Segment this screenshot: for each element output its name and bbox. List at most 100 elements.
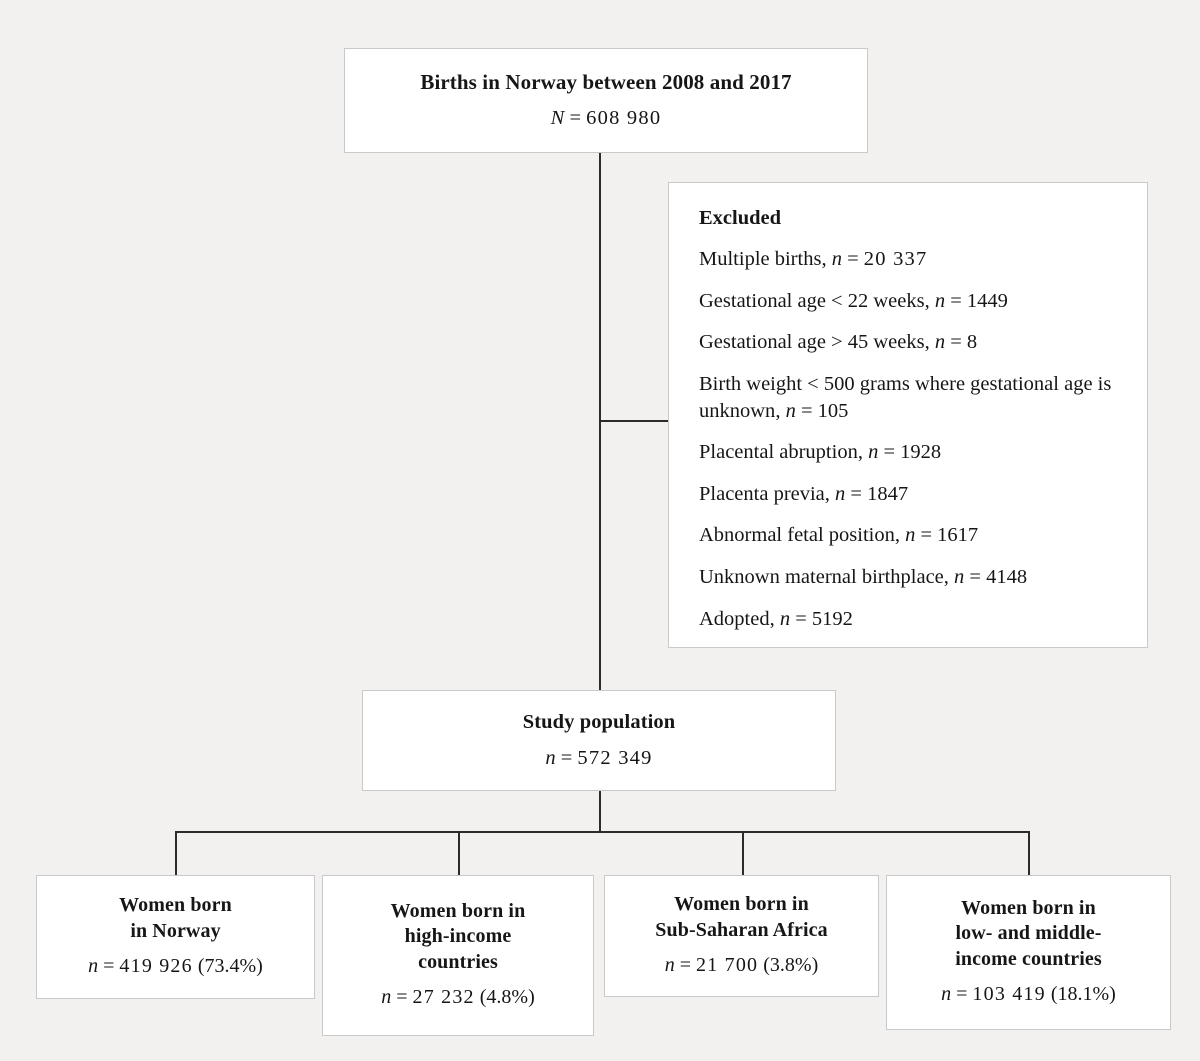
excluded-item-label: Gestational age > 45 weeks: [699, 331, 925, 354]
title-line-1: Women born: [119, 894, 232, 917]
connector-study-to-branch: [599, 791, 601, 832]
count-value: 572 349: [577, 746, 653, 769]
excluded-item: Unknown maternal birthplace, n = 4148: [699, 564, 1119, 591]
equals-sign: =: [920, 524, 933, 547]
excluded-item-label: Multiple births: [699, 248, 822, 270]
equals-sign: =: [679, 953, 692, 976]
count-value: 608 980: [586, 106, 662, 129]
equals-sign: =: [950, 289, 962, 312]
excluded-item-n: 20 337: [863, 248, 928, 270]
node-group-women-born-low-middle-income: Women born in low- and middle- income co…: [886, 875, 1171, 1030]
count-symbol: n: [835, 482, 846, 505]
node-title: Women born in low- and middle- income co…: [955, 896, 1102, 972]
percent-value: 73.4%: [204, 954, 257, 977]
excluded-item-n: 4148: [986, 566, 1028, 589]
title-line-2: low- and middle-: [955, 922, 1102, 945]
node-count: n = 27 232 (4.8%): [381, 984, 535, 1010]
connector-branch-drop-1: [458, 831, 460, 875]
comma: ,: [924, 289, 930, 312]
excluded-item-label: Unknown maternal birthplace: [699, 566, 944, 589]
count-symbol: n: [545, 746, 556, 769]
comma: ,: [894, 524, 900, 547]
count-percent: (3.8%): [763, 953, 819, 976]
equals-sign: =: [569, 106, 581, 129]
node-title: Study population: [522, 710, 676, 733]
excluded-item: Birth weight < 500 grams where gestation…: [699, 371, 1119, 424]
count-symbol: n: [664, 953, 675, 976]
excluded-item-n: 1617: [937, 524, 979, 547]
excluded-item-n: 1928: [900, 441, 942, 464]
excluded-item-label: Abnormal fetal position: [699, 524, 895, 547]
equals-sign: =: [560, 746, 573, 769]
excluded-item: Multiple births, n = 20 337: [699, 246, 1119, 273]
equals-sign: =: [847, 248, 859, 270]
count-value: 103 419: [972, 982, 1046, 1005]
count-symbol: n: [779, 607, 791, 630]
excluded-item: Gestational age < 22 weeks, n = 1449: [699, 288, 1119, 315]
percent-value: 18.1%: [1057, 982, 1110, 1005]
excluded-item-label: Birth weight < 500 grams where gestation…: [699, 372, 1112, 422]
excluded-item-label: Adopted: [699, 607, 770, 630]
excluded-item-n: 8: [966, 331, 978, 354]
equals-sign: =: [956, 982, 968, 1005]
count-value: 27 232: [412, 985, 475, 1008]
node-title: Births in Norway between 2008 and 2017: [420, 70, 792, 95]
connector-branch-drop-3: [1028, 831, 1030, 875]
count-symbol: n: [934, 331, 946, 354]
percent-value: 3.8%: [769, 953, 812, 976]
node-count: n = 103 419 (18.1%): [941, 981, 1116, 1007]
comma: ,: [943, 566, 949, 589]
excluded-heading: Excluded: [699, 207, 782, 229]
count-percent: (18.1%): [1050, 982, 1116, 1005]
node-count: n = 419 926 (73.4%): [88, 953, 263, 979]
excluded-item-label: Placenta previa: [699, 482, 825, 505]
title-line-3: countries: [418, 950, 498, 973]
excluded-item: Placenta previa, n = 1847: [699, 481, 1119, 508]
node-births-total: Births in Norway between 2008 and 2017 N…: [344, 48, 868, 153]
count-symbol: n: [868, 441, 879, 464]
count-symbol: n: [934, 289, 946, 312]
count-symbol: n: [831, 248, 842, 270]
node-title: Women born in Sub-Saharan Africa: [655, 892, 827, 942]
count-symbol: n: [941, 982, 952, 1005]
count-symbol: n: [905, 524, 916, 547]
count-value: 419 926: [119, 954, 193, 977]
node-group-women-born-high-income: Women born in high-income countries n = …: [322, 875, 594, 1036]
excluded-list: Multiple births, n = 20 337 Gestational …: [699, 246, 1119, 632]
count-symbol: n: [381, 985, 392, 1008]
excluded-item-label: Placental abruption: [699, 441, 858, 464]
title-line-1: Women born in: [674, 893, 809, 916]
comma: ,: [769, 607, 775, 630]
connector-to-excluded: [599, 420, 669, 422]
title-line-2: in Norway: [130, 919, 221, 942]
node-count: N = 608 980: [551, 105, 662, 132]
node-title: Women born in Norway: [119, 893, 232, 943]
count-value: 21 700: [696, 953, 759, 976]
title-line-2: Sub-Saharan Africa: [655, 918, 828, 941]
comma: ,: [924, 331, 930, 354]
comma: ,: [824, 482, 830, 505]
excluded-item: Abnormal fetal position, n = 1617: [699, 522, 1119, 549]
connector-branch-drop-0: [175, 831, 177, 875]
node-group-women-born-in-norway: Women born in Norway n = 419 926 (73.4%): [36, 875, 315, 999]
excluded-item: Gestational age > 45 weeks, n = 8: [699, 329, 1119, 356]
title-line-2: high-income: [404, 925, 512, 948]
excluded-item-n: 1847: [867, 482, 909, 505]
excluded-item: Placental abruption, n = 1928: [699, 439, 1119, 466]
equals-sign: =: [103, 954, 115, 977]
count-symbol: n: [954, 566, 965, 589]
title-line-1: Women born in: [390, 900, 526, 923]
node-title: Women born in high-income countries: [391, 899, 526, 975]
comma: ,: [775, 399, 781, 422]
equals-sign: =: [800, 399, 813, 422]
node-group-women-born-sub-saharan-africa: Women born in Sub-Saharan Africa n = 21 …: [604, 875, 879, 997]
comma: ,: [821, 248, 827, 270]
equals-sign: =: [795, 607, 807, 630]
count-percent: (4.8%): [479, 985, 535, 1008]
node-count: n = 572 349: [545, 745, 652, 772]
percent-value: 4.8%: [486, 985, 529, 1008]
excluded-item-n: 105: [817, 399, 849, 422]
title-line-3: income countries: [955, 947, 1102, 970]
count-symbol: n: [785, 399, 796, 422]
